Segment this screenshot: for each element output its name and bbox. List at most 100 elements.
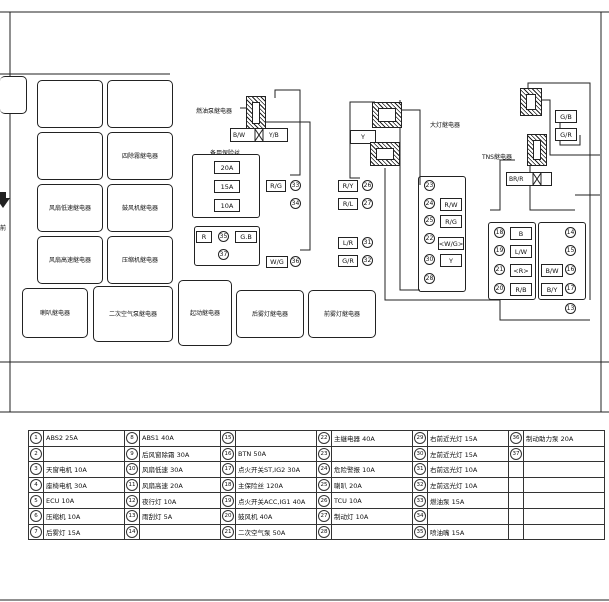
legend-number-cell: 5 bbox=[28, 492, 44, 509]
legend-number-cell: 17 bbox=[220, 461, 236, 478]
relay-fan-low-label: 风扇低速継电器 bbox=[48, 204, 91, 212]
legend-description-cell: 制动灯 10A bbox=[331, 507, 413, 525]
spare-fuse-10a: 10A bbox=[214, 199, 240, 212]
relay-horn-label: 喇叭継电器 bbox=[39, 309, 70, 317]
legend-number-cell: 11 bbox=[124, 476, 140, 494]
tns-connector: BR/R bbox=[506, 172, 552, 186]
legend-number-cell: 20 bbox=[220, 507, 236, 525]
legend-description-cell bbox=[523, 461, 605, 478]
fuse-number-badge: 1 bbox=[30, 432, 42, 445]
fuse-20: 20 bbox=[494, 283, 505, 294]
fuse-number-badge: 15 bbox=[222, 432, 234, 445]
legend-number-cell: 7 bbox=[28, 523, 44, 541]
legend-description-cell: 左前远光灯 10A bbox=[427, 476, 509, 494]
relay-front-fog: 前雾灯継电器 bbox=[308, 290, 376, 338]
legend-description-cell: 风扇低速 30A bbox=[139, 461, 221, 478]
relay-blank-3 bbox=[37, 132, 103, 180]
fuse-number-badge: 25 bbox=[318, 479, 330, 492]
legend-description-cell: 点火开关ACC,IG1 40A bbox=[235, 492, 317, 509]
legend-number-cell: 13 bbox=[124, 507, 140, 525]
legend-number-cell: 22 bbox=[316, 430, 332, 447]
relay-secondary-air-label: 二次空气泵継电器 bbox=[108, 310, 157, 318]
col3-frame bbox=[418, 176, 466, 292]
fuse-number-badge: 5 bbox=[30, 494, 42, 507]
fuse-22: 22 bbox=[424, 233, 435, 244]
fuse-28: 28 bbox=[424, 273, 435, 284]
legend-description-cell: 制动助力泵 20A bbox=[523, 430, 605, 447]
relay-blank-2 bbox=[107, 80, 173, 128]
fuse-rg2-label: R/G bbox=[440, 215, 462, 228]
legend-description-cell bbox=[427, 507, 509, 525]
legend-description-cell: 后风窗除霜 30A bbox=[139, 445, 221, 463]
spare-fuse-title: 备用保险丝 bbox=[210, 148, 240, 157]
fuse-number-badge: 3 bbox=[30, 463, 42, 476]
relay-blank-0 bbox=[0, 76, 27, 114]
legend-number-cell: 28 bbox=[316, 523, 332, 541]
fuse-rw-label: R/W bbox=[440, 198, 462, 211]
fuse-wg-label: W/G bbox=[266, 256, 288, 268]
fuse-23: 23 bbox=[424, 180, 435, 191]
legend-number-cell: 6 bbox=[28, 507, 44, 525]
fuse-number-badge: 35 bbox=[414, 525, 426, 538]
fuse-number-badge: 8 bbox=[126, 432, 138, 445]
relay-horn: 喇叭継电器 bbox=[22, 288, 88, 338]
fuse-number-badge: 37 bbox=[510, 447, 522, 460]
legend-number-cell: 12 bbox=[124, 492, 140, 509]
fuse-number-badge: 19 bbox=[222, 494, 234, 507]
legend-description-cell bbox=[235, 430, 317, 447]
relay-blower: 鼓风机継电器 bbox=[107, 184, 173, 232]
wire-brr: BR/R bbox=[509, 176, 524, 183]
fuse-ry-label: R/Y bbox=[338, 180, 358, 192]
legend-number-cell: 24 bbox=[316, 461, 332, 478]
fuse-number-badge: 14 bbox=[126, 525, 138, 538]
legend-number-cell: 33 bbox=[412, 492, 428, 509]
spare-fuse-20a: 20A bbox=[214, 161, 240, 174]
fuse-number-badge: 6 bbox=[30, 510, 42, 523]
legend-description-cell: 喷油嘴 15A bbox=[427, 523, 509, 541]
fuse-r2-label: <R> bbox=[510, 264, 532, 277]
legend-description-cell: 后雾灯 15A bbox=[43, 523, 125, 541]
col5-frame bbox=[538, 222, 586, 300]
fuse-34: 34 bbox=[290, 198, 301, 209]
fuse-number-badge: 30 bbox=[414, 447, 426, 460]
legend-description-cell: 燃油泵 15A bbox=[427, 492, 509, 509]
legend-number-cell: 30 bbox=[412, 445, 428, 463]
relay-rear-fog-label: 后雾灯継电器 bbox=[251, 310, 288, 318]
legend-description-cell bbox=[139, 523, 221, 541]
fuse-25: 25 bbox=[424, 215, 435, 226]
fuse-17: 17 bbox=[565, 283, 576, 294]
legend-description-cell: 天窗电机 10A bbox=[43, 461, 125, 478]
legend-number-cell: 29 bbox=[412, 430, 428, 447]
legend-description-cell: ABS1 40A bbox=[139, 430, 221, 447]
fuse-35: 35 bbox=[218, 231, 229, 242]
fuse-19: 19 bbox=[494, 245, 505, 256]
fuse-number-badge: 17 bbox=[222, 463, 234, 476]
legend-number-cell bbox=[508, 461, 524, 478]
fuse-rg-label: R/G bbox=[266, 180, 286, 192]
fuse-lw-label: L/W bbox=[510, 245, 532, 258]
legend-number-cell: 10 bbox=[124, 461, 140, 478]
fuse-32: 32 bbox=[362, 255, 373, 266]
fuse-number-badge: 4 bbox=[30, 479, 42, 492]
legend-description-cell: 座椅电机 30A bbox=[43, 476, 125, 494]
fuse-27: 27 bbox=[362, 198, 373, 209]
legend-description-cell: 风扇高速 20A bbox=[139, 476, 221, 494]
relay-blower-label: 鼓风机継电器 bbox=[121, 204, 158, 212]
legend-description-cell: ABS2 25A bbox=[43, 430, 125, 447]
legend-number-cell: 18 bbox=[220, 476, 236, 494]
legend-number-cell: 19 bbox=[220, 492, 236, 509]
legend-description-cell: ECU 10A bbox=[43, 492, 125, 509]
fuse-number-badge: 27 bbox=[318, 510, 330, 523]
relay-blank-1 bbox=[37, 80, 103, 128]
legend-number-cell: 34 bbox=[412, 507, 428, 525]
fuse-b-label: B bbox=[510, 227, 532, 240]
relay-compressor: 压缩机継电器 bbox=[107, 236, 173, 284]
fuse-24: 24 bbox=[424, 198, 435, 209]
legend-number-cell bbox=[508, 523, 524, 541]
fuse-33: 33 bbox=[290, 180, 301, 191]
relay-fan-low: 风扇低速継电器 bbox=[37, 184, 103, 232]
